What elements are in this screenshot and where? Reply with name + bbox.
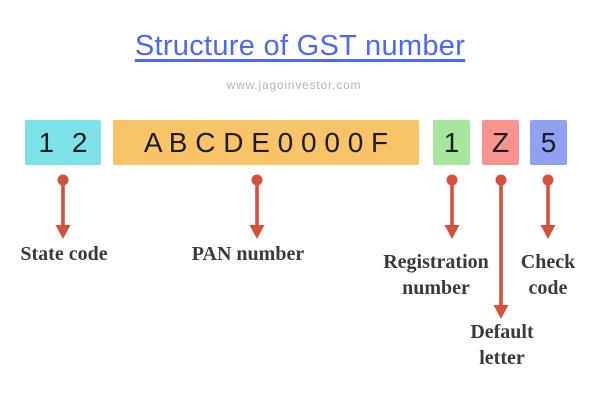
page-title: Structure of GST number	[134, 30, 466, 62]
check-code-arrow-icon	[539, 174, 557, 240]
pan-number-label: PAN number	[191, 243, 305, 265]
state-code-arrow-icon	[54, 174, 72, 240]
gst-segment-default-letter: Z	[482, 120, 519, 165]
pan-number-arrow-icon	[248, 174, 266, 240]
registration-number-label: Registration number	[383, 251, 489, 299]
default-letter-arrow-icon	[492, 174, 510, 320]
state-code-label: State code	[20, 243, 108, 265]
gst-segment-pan-number: A B C D E 0 0 0 0 F	[113, 120, 419, 165]
registration-number-arrow-icon	[443, 174, 461, 240]
website-watermark: www.jagoinvestor.com	[226, 78, 362, 92]
title-row: Structure of GST number	[0, 30, 600, 63]
check-code-label: Check code	[520, 251, 576, 299]
gst-segment-check-code: 5	[530, 120, 567, 165]
default-letter-label: Default letter	[470, 321, 534, 369]
gst-segment-registration-number: 1	[433, 120, 470, 165]
gst-segment-state-code: 1 2	[25, 120, 101, 165]
